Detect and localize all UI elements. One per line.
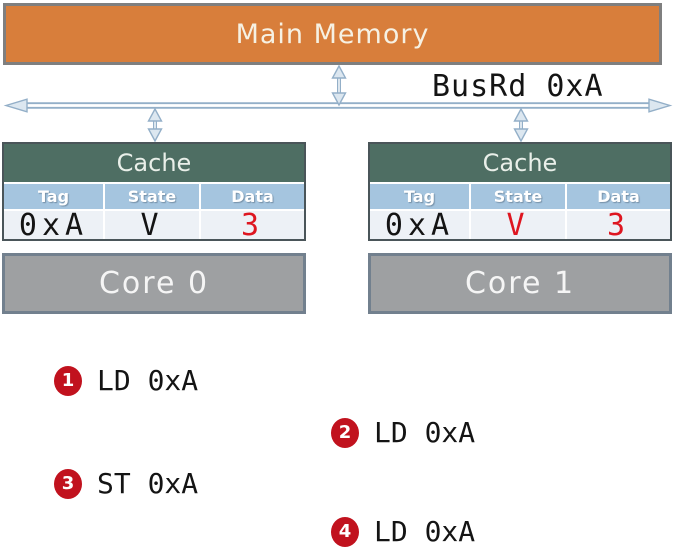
operation-3-label: ST 0xA	[97, 467, 199, 500]
core1-label: Core 1	[464, 266, 576, 301]
operation-4: 4 LD 0xA	[331, 515, 475, 548]
operation-4-number: 4	[338, 521, 352, 542]
cache0-data-value: 3	[201, 208, 304, 243]
cache1-bus-connector-arrow	[513, 107, 529, 143]
cache0-column-header-tag: Tag	[4, 184, 103, 209]
cache1-title: Cache	[370, 144, 670, 182]
cache1-table: Cache Tag State Data 0xA V 3	[368, 142, 672, 243]
operation-3-number-badge: 3	[54, 468, 82, 499]
operation-1-number: 1	[61, 370, 75, 391]
operation-1: 1 LD 0xA	[54, 364, 198, 397]
core0-box: Core 0	[2, 253, 306, 314]
cache1-column-header-tag: Tag	[370, 184, 469, 209]
operation-3: 3 ST 0xA	[54, 467, 198, 500]
cache0-grid: Tag State Data 0xA V 3	[4, 184, 304, 243]
cache0-bus-connector-arrow	[147, 107, 163, 143]
operation-3-number: 3	[61, 473, 75, 494]
operation-2: 2 LD 0xA	[331, 416, 475, 449]
main-memory-label: Main Memory	[235, 18, 430, 50]
cache0-state-value: V	[105, 208, 199, 243]
memory-bus-connector-arrow	[331, 64, 347, 107]
cache1-data-value: 3	[567, 208, 670, 243]
cache0-table: Cache Tag State Data 0xA V 3	[2, 142, 306, 243]
cache0-tag-value: 0xA	[4, 208, 103, 243]
operation-4-number-badge: 4	[331, 516, 359, 547]
bus-and-connector-arrows	[3, 64, 673, 143]
cache1-state-value: V	[471, 208, 565, 243]
operation-2-number: 2	[338, 422, 352, 443]
cache0-title: Cache	[4, 144, 304, 182]
operation-4-label: LD 0xA	[374, 515, 476, 548]
cache0-column-header-data: Data	[201, 184, 304, 209]
operation-2-label: LD 0xA	[374, 416, 476, 449]
operation-2-number-badge: 2	[331, 417, 359, 448]
operation-1-label: LD 0xA	[97, 364, 199, 397]
cache1-column-header-state: State	[471, 184, 565, 209]
core0-label: Core 0	[98, 266, 210, 301]
cache0-column-header-state: State	[105, 184, 199, 209]
core1-box: Core 1	[368, 253, 672, 314]
main-memory-box: Main Memory	[3, 3, 662, 65]
cache1-column-header-data: Data	[567, 184, 670, 209]
cache1-grid: Tag State Data 0xA V 3	[370, 184, 670, 243]
cache1-tag-value: 0xA	[370, 208, 469, 243]
operation-1-number-badge: 1	[54, 365, 82, 396]
bus-transaction-label: BusRd 0xA	[432, 69, 604, 104]
